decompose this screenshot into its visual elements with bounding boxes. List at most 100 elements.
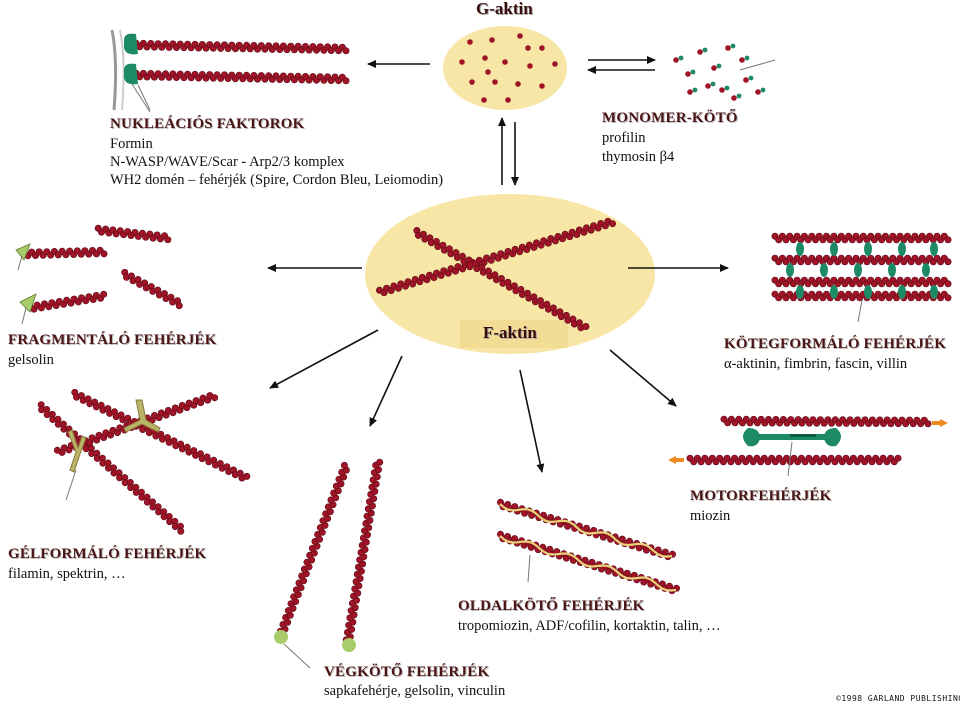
pointer-line — [17, 255, 23, 271]
crosslink-protein-icon — [930, 285, 938, 299]
sidebinding-line: tropomiozin, ADF/cofilin, kortaktin, tal… — [458, 618, 721, 634]
actin-filament — [375, 217, 616, 297]
crosslink-protein-icon — [930, 242, 938, 256]
actin-filament — [132, 69, 350, 85]
motor-line: miozin — [690, 508, 731, 524]
motor-title: MOTORFEHÉRJÉK — [690, 488, 832, 504]
nucleation-line: Formin — [110, 136, 153, 152]
crosslink-protein-icon — [854, 263, 862, 277]
g-actin-monomer — [492, 79, 498, 85]
g-actin-monomer — [539, 83, 545, 89]
actin-profilin-complex — [731, 93, 742, 101]
arrow-right-icon — [940, 419, 948, 427]
pointer-line — [65, 469, 77, 501]
g-actin-monomer — [527, 63, 533, 69]
tropomyosin-strand — [499, 535, 677, 592]
actin-profilin-complex — [697, 47, 708, 55]
arrow-left-icon — [668, 456, 676, 464]
actin-profilin-complex — [725, 43, 736, 51]
nucleation-title: NUKLEÁCIÓS FAKTOROK — [110, 116, 305, 132]
filamin-icon — [67, 399, 161, 473]
pointer-line — [283, 643, 311, 669]
actin-profilin-complex — [739, 55, 750, 63]
actin-filament — [686, 454, 902, 466]
g-actin-monomer — [505, 97, 511, 103]
crosslink-protein-icon — [796, 242, 804, 256]
crosslink-protein-icon — [864, 285, 872, 299]
actin-filament — [37, 401, 185, 535]
actin-filament — [132, 39, 350, 55]
nucleation-membrane — [110, 29, 151, 111]
monomer-title: MONOMER-KÖTŐ — [602, 110, 738, 126]
formin-icon — [124, 33, 138, 55]
gelsolin-icon — [15, 243, 31, 261]
tropomyosin-strands — [499, 503, 677, 592]
g-actin-monomer — [485, 69, 491, 75]
g-actin-monomers — [459, 33, 558, 103]
actin-profilin-complex — [719, 85, 730, 93]
bundling-title: KÖTEGFORMÁLÓ FEHÉRJÉK — [724, 336, 947, 352]
g-actin-monomer — [489, 37, 495, 43]
actin-filament — [71, 388, 251, 482]
f-actin-label-box — [460, 320, 568, 348]
monomer-line: profilin — [602, 130, 646, 146]
g-actin-monomer — [552, 61, 558, 67]
pointer-line — [787, 441, 793, 477]
actin-filament — [94, 224, 172, 244]
endbinding-line: sapkafehérje, gelsolin, vinculin — [324, 683, 506, 699]
monomer-line: thymosin β4 — [602, 149, 675, 165]
actin-filament — [342, 458, 384, 644]
fragmenting-title: FRAGMENTÁLÓ FEHÉRJÉK — [8, 332, 217, 348]
pointer-line — [739, 59, 776, 71]
actin-filament — [771, 276, 952, 288]
crosslink-protein-icon — [786, 263, 794, 277]
actin-profilin-complex — [685, 69, 696, 77]
copyright-notice: ©1998 GARLAND PUBLISHING — [836, 694, 960, 703]
g-actin-monomer — [482, 55, 488, 61]
g-actin-monomer — [459, 59, 465, 65]
actin-filament — [720, 415, 932, 428]
actin-filament — [771, 232, 952, 244]
arrows — [267, 56, 729, 473]
crosslink-protein-icon — [898, 242, 906, 256]
arrow-right-shaft — [932, 421, 941, 425]
actin-filament — [121, 268, 183, 310]
g-actin-monomer — [517, 33, 523, 39]
crosslink-protein-icon — [820, 263, 828, 277]
f-actin-title: F-aktin — [483, 323, 537, 342]
crosslink-protein-icon — [898, 285, 906, 299]
nucleation-line: N-WASP/WAVE/Scar - Arp2/3 komplex — [110, 154, 345, 170]
g-actin-title: G-aktin — [476, 0, 533, 18]
pointer-line — [527, 554, 531, 583]
actin-profilin-complex — [711, 63, 722, 71]
crosslink-protein-icon — [830, 242, 838, 256]
actin-filament — [771, 290, 952, 302]
sidebinding-title: OLDALKÖTŐ FEHÉRJÉK — [458, 598, 645, 614]
g-actin-monomer — [467, 39, 473, 45]
g-actin-monomer — [469, 79, 475, 85]
filament-layer — [20, 39, 952, 644]
myosin-icon — [743, 428, 841, 447]
pointer-line — [21, 307, 27, 325]
bundling-crosslinks — [786, 242, 938, 299]
crosslink-protein-icon — [888, 263, 896, 277]
fragmenting-line: gelsolin — [8, 352, 54, 368]
endbinding-title: VÉGKÖTŐ FEHÉRJÉK — [324, 664, 490, 680]
arrow-to-gelforming — [269, 329, 379, 389]
monomer-binding-complexes — [673, 43, 766, 101]
crosslink-protein-icon — [864, 242, 872, 256]
actin-filament — [26, 290, 108, 313]
actin-profilin-complex — [743, 75, 754, 83]
g-actin-monomer — [515, 81, 521, 87]
gelforming-line: filamin, spektrin, … — [8, 566, 126, 582]
gelsolin-icon — [19, 293, 37, 313]
actin-filament — [20, 246, 108, 260]
arrow-left-shaft — [675, 458, 684, 462]
g-actin-ellipse — [443, 26, 567, 110]
gelforming-title: GÉLFORMÁLÓ FEHÉRJÉK — [8, 546, 207, 562]
actin-profilin-complex — [705, 81, 716, 89]
endcap-icon — [342, 638, 356, 652]
endcap-icon — [274, 630, 288, 644]
g-actin-monomer — [502, 59, 508, 65]
